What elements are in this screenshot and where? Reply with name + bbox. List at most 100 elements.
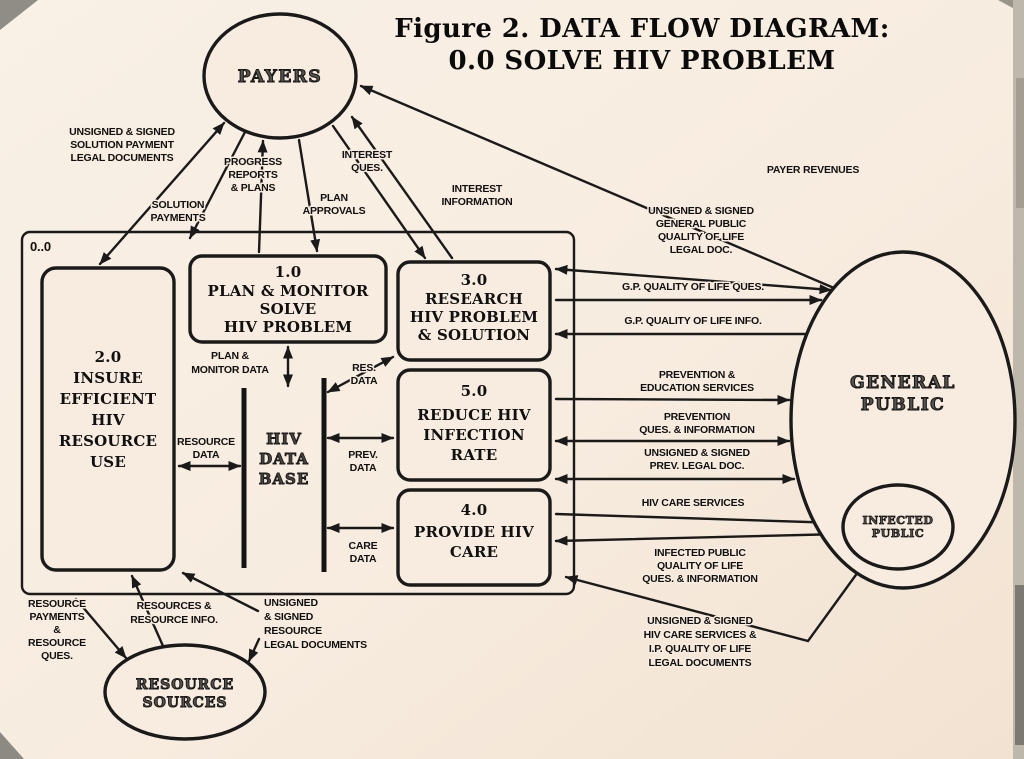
flow-plan-monitor-data-label-l1: PLAN &: [211, 350, 250, 362]
resource-sources-label-l1: RESOURCE: [136, 677, 234, 693]
process-5-0-box: [396, 368, 552, 482]
flow-infected-qol-label-l1: INFECTED PUBLIC: [654, 547, 746, 559]
flow-gp-ques-label: G.P. QUALITY OF LIFE QUES.: [622, 281, 764, 293]
flow-prev-legal-docs-label-l1: UNSIGNED & SIGNED: [644, 447, 750, 459]
flow-solution-docs-arrow: [98, 121, 226, 266]
general-public-label-l1: GENERAL: [850, 373, 956, 393]
process-2-0-l2: EFFICIENT: [60, 390, 157, 408]
flow-gp-legal-docs-label-l3: QUALITY OF LIFE: [658, 231, 744, 243]
flow-prevention-ques-label-l1: PREVENTION: [664, 411, 730, 423]
flow-resource-payments-label-l3: &: [53, 624, 61, 636]
flow-progress-reports-arrow: [257, 139, 268, 254]
flow-prevention-ques-label-l2: QUES. & INFORMATION: [639, 424, 755, 436]
datastore-label-l3: BASE: [259, 470, 310, 488]
resource-sources-label-l2: SOURCES: [142, 695, 227, 711]
flow-res-data-arrow: [326, 355, 395, 394]
flow-care-data-label-l1: CARE: [349, 540, 378, 552]
flow-care-data-label-l2: DATA: [350, 553, 377, 565]
flow-resource-legal-docs-arrow-down: [247, 637, 261, 663]
flow-resource-legal-docs-arrow-up: [181, 571, 260, 613]
figure-title-line1: Figure 2. DATA FLOW DIAGRAM:: [394, 14, 889, 44]
flow-resource-payments-arrow: [74, 597, 128, 660]
resource-sources-entity-ellipse: [103, 643, 267, 741]
flow-interest-ques-label-l1: INTEREST: [342, 149, 393, 161]
general-public-entity-ellipse: [789, 250, 1017, 590]
flow-resource-data-label-l2: DATA: [193, 449, 220, 461]
flow-solution-payments-label-l2: PAYMENTS: [151, 212, 206, 224]
flow-resources-info-label-l2: RESOURCE INFO.: [130, 614, 218, 626]
flow-plan-approvals-label-l2: APPROVALS: [303, 205, 366, 217]
flow-interest-info-label-l1: INTEREST: [452, 183, 503, 195]
datastore-label-l2: DATA: [259, 450, 309, 468]
flow-resources-info-arrow: [130, 574, 165, 648]
flow-gp-legal-docs-label-l1: UNSIGNED & SIGNED: [648, 205, 754, 217]
process-1-0-box: [188, 254, 388, 344]
flow-gp-legal-docs-arrow: [554, 264, 833, 295]
process-1-0-l2: SOLVE: [260, 300, 317, 318]
flow-prev-legal-docs-label-l2: PREV. LEGAL DOC.: [650, 460, 745, 472]
process-2-0-l5: USE: [90, 453, 126, 471]
flow-infected-qol-arrow: [554, 529, 844, 546]
flow-interest-info-arrow: [350, 115, 454, 260]
flow-interest-info-label-l2: INFORMATION: [441, 196, 512, 208]
flow-progress-reports-label-l1: PROGRESS: [224, 156, 282, 168]
infected-public-label-l1: INFECTED: [862, 514, 933, 527]
process-2-0-l4: RESOURCE: [59, 432, 157, 450]
flow-resource-payments-label-l2: PAYMENTS: [30, 611, 85, 623]
datastore-label-l1: HIV: [266, 430, 302, 448]
scan-edge-right: [1013, 0, 1024, 759]
flow-plan-approvals-label-l1: PLAN: [320, 192, 348, 204]
flow-plan-monitor-data-label-l2: MONITOR DATA: [191, 364, 269, 376]
flow-solution-docs-label-l3: LEGAL DOCUMENTS: [71, 152, 174, 164]
figure-title-line2: 0.0 SOLVE HIV PROBLEM: [449, 46, 836, 76]
flow-prev-data-label-l1: PREV.: [348, 449, 378, 461]
payers-entity-ellipse: [202, 12, 358, 140]
flow-prevention-services-arrow: [554, 394, 791, 405]
process-4-0-l2: CARE: [450, 543, 498, 561]
process-1-0-l3: HIV PROBLEM: [224, 318, 352, 336]
flow-solution-payments-label-l1: SOLUTION: [152, 199, 205, 211]
flow-hiv-care-services-label: HIV CARE SERVICES: [642, 497, 745, 509]
process-5-0-l1: REDUCE HIV: [417, 406, 531, 424]
scan-edge-right-smudge-top: [1016, 78, 1024, 208]
flow-gp-info-label: G.P. QUALITY OF LIFE INFO.: [624, 315, 762, 327]
flow-prev-data-label-l2: DATA: [350, 462, 377, 474]
infected-public-label-l2: PUBLIC: [872, 527, 924, 540]
process-3-0-l3: & SOLUTION: [418, 326, 531, 344]
process-2-0-id: 2.0: [95, 348, 122, 366]
flow-prevention-services-label-l2: EDUCATION SERVICES: [640, 382, 754, 394]
shapes-layer: [20, 12, 1017, 741]
flow-solution-docs-label-l2: SOLUTION PAYMENT: [70, 139, 174, 151]
flow-interest-ques-label-l2: QUES.: [351, 162, 383, 174]
process-3-0-l2: HIV PROBLEM: [410, 308, 538, 326]
flow-gp-legal-docs-label-l4: LEGAL DOC.: [670, 244, 733, 256]
flow-progress-reports-label-l2: REPORTS: [228, 169, 278, 181]
process-4-0-l1: PROVIDE HIV: [414, 523, 534, 541]
flow-resource-payments-label-l4: RESOURCE: [28, 637, 86, 649]
scan-edge-right-smudge-bottom: [1015, 585, 1024, 745]
process-3-0-box: [396, 260, 552, 362]
flow-infected-qol-label-l3: QUES. & INFORMATION: [642, 573, 758, 585]
process-3-0-l1: RESEARCH: [425, 290, 523, 308]
flow-resource-payments-label-l5: QUES.: [41, 650, 73, 662]
process-2-0-l1: INSURE: [73, 369, 143, 387]
flow-progress-reports-label-l3: & PLANS: [231, 182, 276, 194]
flow-resource-legal-docs-label-l4: LEGAL DOCUMENTS: [264, 639, 367, 651]
infected-public-entity-ellipse: [841, 483, 955, 571]
process-5-0-l2: INFECTION: [423, 426, 525, 444]
scan-corner-top-left: [0, 0, 38, 30]
boundary-label: 0..0: [30, 239, 51, 254]
flow-infected-qol-label-l2: QUALITY OF LIFE: [657, 560, 743, 572]
flow-care-legal-docs-label-l4: LEGAL DOCUMENTS: [649, 657, 752, 669]
process-3-0-id: 3.0: [461, 271, 488, 289]
flow-gp-legal-docs-label-l2: GENERAL PUBLIC: [656, 218, 747, 230]
flow-res-data-label-l1: RES.: [352, 362, 376, 374]
flow-care-legal-docs-label-l3: I.P. QUALITY OF LIFE: [649, 643, 752, 655]
flow-solution-payments-arrow: [188, 130, 247, 240]
flow-resource-data-label-l1: RESOURCE: [177, 436, 235, 448]
process-2-0-l3: HIV: [91, 411, 125, 429]
flow-care-legal-docs-label-l2: HIV CARE SERVICES &: [644, 629, 757, 641]
system-boundary-box: [20, 230, 576, 596]
flow-solution-docs-label-l1: UNSIGNED & SIGNED: [69, 126, 175, 138]
